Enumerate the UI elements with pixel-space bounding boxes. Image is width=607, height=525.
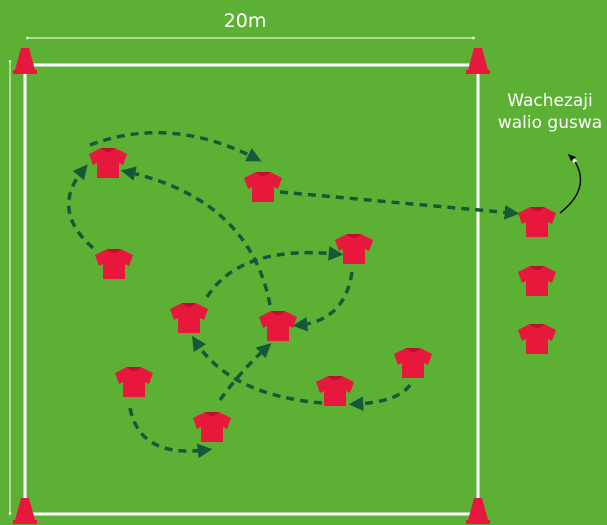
shirt-icon (244, 172, 282, 202)
shirt-icon (95, 249, 133, 279)
shirt-icon (115, 367, 153, 397)
movement-arrow (192, 335, 323, 405)
movement-arrow (348, 383, 412, 411)
movement-arrow (279, 190, 520, 220)
callout-arrow (559, 157, 582, 214)
cone-icon (13, 498, 37, 524)
shirt-icon (394, 348, 432, 378)
movement-arrow (89, 130, 262, 162)
width-label: 20m (224, 10, 267, 32)
movement-arrow (205, 245, 344, 298)
movement-arrow (128, 407, 213, 459)
shirt-icon (335, 234, 373, 264)
shirt-icon (259, 311, 297, 341)
shirt-icon (193, 412, 231, 442)
shirt-icon (518, 266, 556, 296)
callout-line-1: Wachezaji (507, 91, 593, 111)
movement-arrow (218, 343, 272, 402)
cone-icon (466, 498, 490, 524)
shirt-icon (518, 324, 556, 354)
movement-arrow (67, 164, 95, 250)
cone-icon (13, 48, 37, 74)
shirt-icon (518, 207, 556, 237)
field-boundary (23, 63, 480, 516)
cone-icon (466, 48, 490, 74)
movement-arrow (292, 271, 354, 332)
callout-arrow-head (568, 154, 576, 161)
shirt-icon (89, 148, 127, 178)
callout-line-2: walio guswa (498, 113, 602, 133)
shirt-icon (170, 303, 208, 333)
movement-arrow (120, 166, 272, 306)
